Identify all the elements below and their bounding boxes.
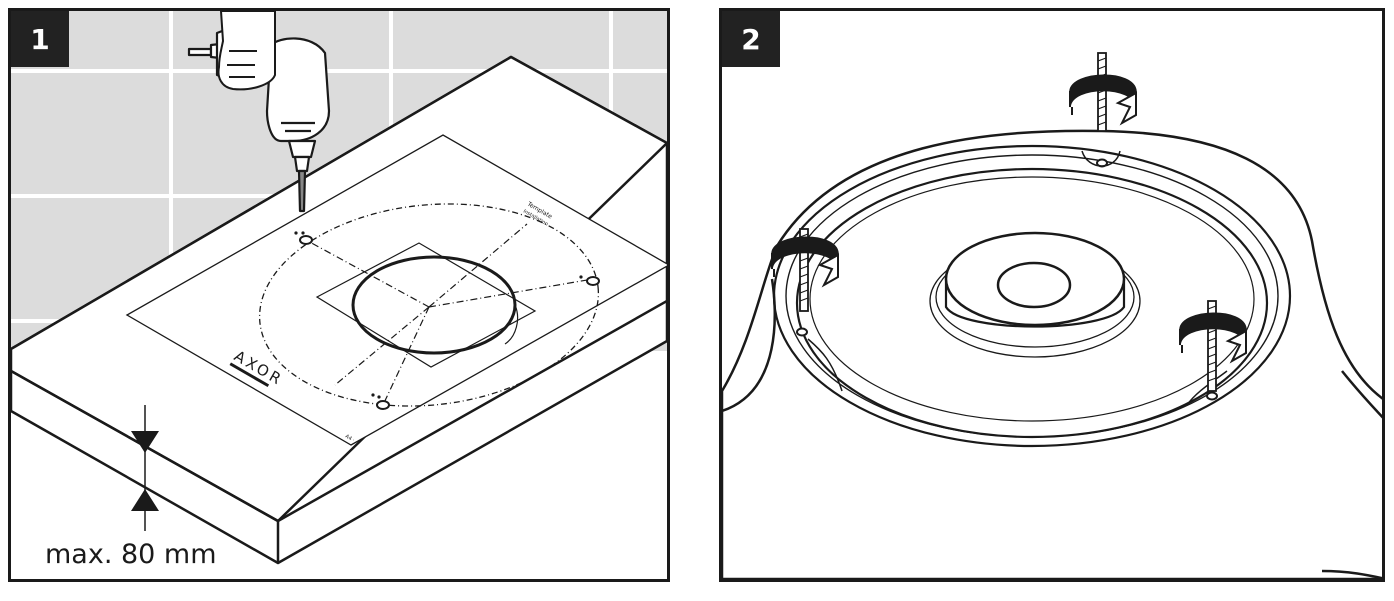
step-1-illustration: Template Installation AXOR A4 · (11, 11, 667, 565)
basin-rim (772, 144, 1292, 448)
mounting-holes (796, 158, 1218, 401)
threaded-rod-left (771, 228, 839, 312)
step-1-badge: 1 (11, 11, 69, 67)
svg-text:A4 ·: A4 · (344, 434, 356, 444)
hand-icon (217, 11, 276, 91)
step-1-panel: 1 (8, 8, 670, 582)
drilling-template: Template Installation AXOR A4 · (125, 134, 667, 446)
threaded-rod-top (1069, 52, 1137, 132)
step-2-illustration (722, 52, 1382, 579)
max-thickness-label: max. 80 mm (45, 539, 217, 570)
thickness-dimension (131, 405, 159, 531)
step-2-panel: 2 (719, 8, 1385, 582)
drill-hole-marks (299, 235, 600, 410)
screw-in-icon (771, 52, 1247, 392)
drain-outlet (929, 231, 1141, 358)
basin-body (722, 129, 1382, 579)
threaded-rod-right (1179, 300, 1247, 392)
step-2-badge: 2 (722, 11, 780, 67)
